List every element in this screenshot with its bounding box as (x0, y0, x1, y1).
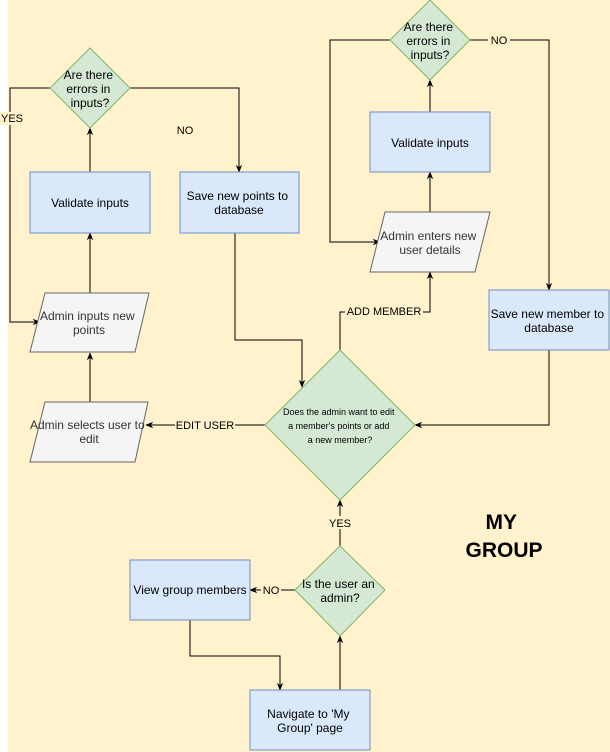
edge-label-no-right: NO (491, 35, 508, 47)
node-save-member-label: Save new member to database (491, 307, 608, 335)
node-enter-user: Admin enters new user details (369, 211, 491, 273)
node-select-user: Admin selects user to edit (29, 401, 149, 463)
node-errors-left: Are there errors in inputs? (49, 47, 131, 129)
title-line-2: GROUP (465, 539, 542, 562)
node-navigate: Navigate to 'My Group' page (249, 689, 371, 751)
edge-label-yes-admin: YES (329, 518, 351, 530)
node-validate-right: Validate inputs (369, 111, 491, 173)
title-line-1: MY (486, 511, 517, 534)
edge-errors-right-retry (329, 39, 390, 246)
node-is-admin-label: Is the user an admin? (302, 577, 378, 605)
node-save-points-label: Save new points to database (187, 189, 292, 217)
node-validate-left: Validate inputs (29, 171, 151, 234)
node-view-members: View group members (129, 559, 251, 621)
edge-save-points-to-choice (234, 233, 306, 388)
node-save-member: Save new member to database (488, 289, 610, 351)
node-validate-right-label: Validate inputs (391, 136, 469, 150)
node-inputs-points-label: Admin inputs new points (40, 309, 138, 337)
edge-save-member-to-choice (414, 350, 550, 429)
node-errors-left-label: Are there errors in inputs? (64, 68, 117, 110)
edge-label-no-left: NO (177, 125, 194, 137)
edge-errors-left-no (130, 87, 243, 173)
node-admin-choice-label: Does the admin want to edit a member's p… (283, 407, 397, 445)
node-save-points: Save new points to database (179, 171, 300, 234)
node-view-members-label: View group members (133, 583, 246, 597)
node-inputs-points: Admin inputs new points (29, 292, 150, 353)
edge-label-yes-left: YES (1, 113, 23, 125)
diagram-title: MY GROUP (465, 511, 542, 562)
node-errors-right: Are there errors in inputs? (389, 0, 471, 81)
diagram-background (8, 0, 610, 752)
edge-errors-left-yes (9, 87, 50, 326)
edge-labels: YES NO EDIT USER ADD MEMBER YES NO NO (0, 34, 510, 597)
node-admin-choice: Does the admin want to edit a member's p… (264, 349, 416, 501)
edge-view-to-navigate (189, 620, 284, 691)
edge-label-edit-user: EDIT USER (176, 420, 235, 432)
edge-label-no-admin: NO (263, 585, 280, 597)
node-enter-user-label: Admin enters new user details (380, 229, 479, 257)
node-select-user-label: Admin selects user to edit (30, 418, 148, 446)
node-navigate-label: Navigate to 'My Group' page (267, 707, 353, 735)
edge-label-add-member: ADD MEMBER (347, 306, 422, 318)
node-is-admin: Is the user an admin? (294, 545, 386, 637)
node-validate-left-label: Validate inputs (51, 196, 129, 210)
node-errors-right-label: Are there errors in inputs? (404, 20, 457, 62)
